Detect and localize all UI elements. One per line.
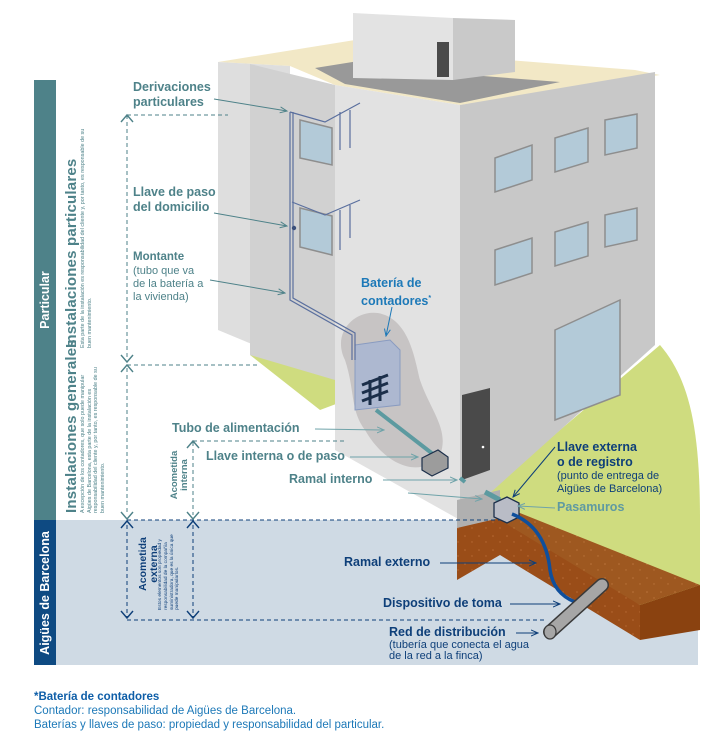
section-particulares: Instalaciones particulares Esta parte de… bbox=[63, 118, 93, 348]
arrow-pasamuros bbox=[518, 506, 556, 508]
label-llave-domicilio: Llave de paso del domicilio bbox=[133, 185, 216, 215]
arrow-tubo bbox=[314, 429, 384, 430]
label-derivaciones-line1: Derivaciones bbox=[133, 80, 211, 94]
ramal-externo-pipe bbox=[511, 512, 576, 604]
label-llave-externa-line1: Llave externa bbox=[557, 440, 637, 454]
meter-battery-icon bbox=[361, 373, 389, 405]
label-derivaciones: Derivaciones particulares bbox=[133, 80, 211, 110]
acometida-externa-desc: Estos elementos son propiedad y responsa… bbox=[158, 532, 181, 610]
label-red-distribucion-title: Red de distribución bbox=[389, 625, 506, 639]
arrow-llave-domicilio bbox=[213, 212, 287, 226]
arrow-llave-externa bbox=[513, 446, 556, 497]
tubo-alimentacion-pipe bbox=[374, 408, 440, 460]
footnote: *Batería de contadores Contador: respons… bbox=[34, 690, 384, 732]
section-generales: Instalaciones generales A excepción de l… bbox=[63, 339, 106, 513]
arrow-montante bbox=[209, 279, 285, 293]
label-pasamuros: Pasamuros bbox=[557, 500, 625, 514]
acometida-externa: Acometida externa bbox=[137, 528, 160, 600]
label-montante-line3: la vivienda) bbox=[133, 291, 189, 303]
label-llave-domicilio-line2: del domicilio bbox=[133, 200, 210, 214]
label-red-distribucion-sub2: de la red a la finca) bbox=[389, 650, 483, 662]
stone-base bbox=[457, 490, 500, 528]
label-bateria: Batería de contadores* bbox=[361, 276, 431, 309]
soil-top bbox=[457, 505, 700, 605]
label-derivaciones-line2: particulares bbox=[133, 95, 204, 109]
label-tubo-alimentacion: Tubo de alimentación bbox=[172, 421, 300, 435]
rooftop-door bbox=[437, 42, 449, 77]
entrance-door bbox=[462, 388, 490, 480]
llave-interna-box bbox=[421, 449, 449, 477]
label-red-distribucion: Red de distribución (tubería que conecta… bbox=[389, 625, 529, 662]
windows-right-face bbox=[494, 113, 638, 422]
band-aigues-label: Aigües de Barcelona bbox=[38, 530, 52, 655]
label-montante-line2: de la batería a bbox=[133, 278, 204, 290]
label-red-distribucion-sub1: (tubería que conecta el agua bbox=[389, 639, 530, 651]
soil-right bbox=[640, 585, 700, 640]
llave-domicilio-valve bbox=[291, 225, 297, 231]
label-bateria-line1: Batería de bbox=[361, 276, 422, 290]
label-montante-title: Montante bbox=[133, 251, 185, 263]
footnote-title: *Batería de contadores bbox=[34, 691, 160, 703]
rooftop-structure-front bbox=[353, 13, 453, 80]
label-bateria-line2: contadores bbox=[361, 294, 429, 309]
label-dispositivo-toma: Dispositivo de toma bbox=[383, 596, 502, 610]
label-montante-line1: (tubo que va bbox=[133, 265, 195, 277]
acometida-externa-description: Estos elementos son propiedad y responsa… bbox=[158, 534, 181, 610]
arrow-derivaciones bbox=[213, 98, 287, 111]
arrow-bateria bbox=[386, 306, 393, 336]
footnote-line2: Baterías y llaves de paso: propiedad y r… bbox=[34, 719, 385, 731]
label-llave-externa-sub2: Aigües de Barcelona) bbox=[557, 483, 663, 495]
band-aigues: Aigües de Barcelona bbox=[34, 520, 56, 665]
windows-left-wing bbox=[299, 119, 333, 256]
label-montante: Montante (tubo que va de la batería a la… bbox=[133, 250, 203, 304]
arrow-ramal-interno-2 bbox=[407, 492, 482, 499]
label-llave-interna: Llave interna o de paso bbox=[206, 449, 345, 463]
rooftop-structure-side bbox=[453, 18, 515, 80]
band-particular: Particular bbox=[34, 80, 56, 520]
section-generales-description: A excepción de los contadores, que solo … bbox=[80, 367, 106, 513]
pasamuros-pipe bbox=[483, 489, 502, 503]
footnote-line1: Contador: responsabilidad de Aigües de B… bbox=[34, 705, 297, 717]
label-ramal-externo: Ramal externo bbox=[344, 555, 431, 569]
red-distribucion-pipe bbox=[543, 578, 609, 640]
soil-front bbox=[457, 520, 640, 640]
section-particulares-title: Instalaciones particulares bbox=[63, 158, 80, 348]
acometida-interna-line2: interna bbox=[179, 459, 190, 491]
acometida-interna: Acometida interna bbox=[169, 445, 190, 505]
ramal-interno-pipe bbox=[458, 476, 467, 484]
montante-pipe bbox=[289, 102, 361, 360]
label-ramal-interno: Ramal interno bbox=[289, 472, 373, 486]
llave-externa-box bbox=[493, 496, 520, 524]
section-generales-title: Instalaciones generales bbox=[63, 339, 80, 513]
label-llave-externa-sub1: (punto de entrega de bbox=[557, 470, 660, 482]
section-particulares-description: Esta parte de la instalación es responsa… bbox=[80, 128, 93, 348]
label-llave-externa-line2: o de registro bbox=[557, 455, 633, 469]
label-llave-domicilio-line1: Llave de paso bbox=[133, 185, 216, 199]
label-llave-externa: Llave externa o de registro (punto de en… bbox=[557, 440, 662, 496]
band-particular-label: Particular bbox=[38, 271, 53, 329]
label-bateria-asterisk: * bbox=[428, 295, 432, 302]
